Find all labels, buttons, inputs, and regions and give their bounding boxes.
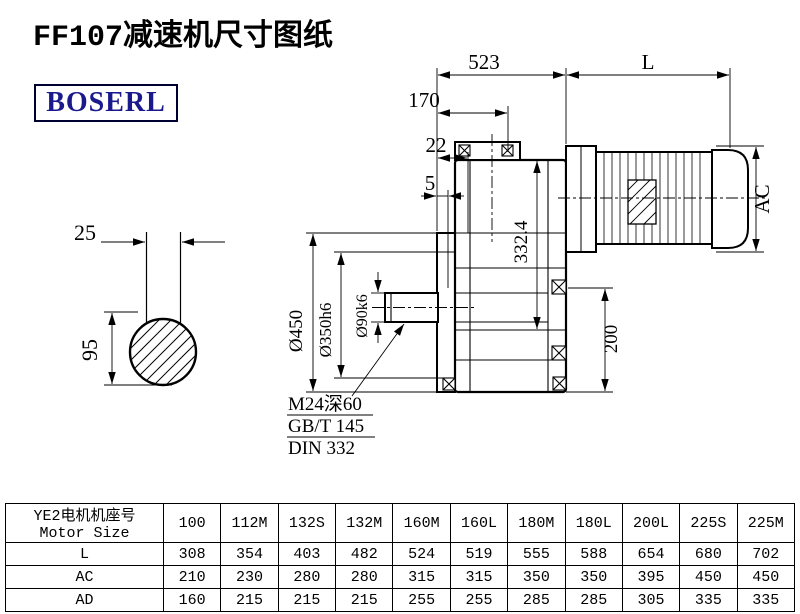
table-cell: 255 (449, 588, 509, 612)
extension-lines (104, 68, 764, 393)
thread-note-line1: M24深60 (288, 393, 362, 415)
col-header: 225M (736, 503, 796, 543)
dim-label-523: 523 (468, 50, 500, 74)
table-cell: 555 (507, 542, 566, 566)
table-cell: 230 (220, 565, 279, 589)
table-cell: 280 (335, 565, 394, 589)
centerlines (372, 134, 768, 308)
col-header: 160M (392, 503, 451, 543)
table-cell: 160 (162, 588, 222, 612)
table-cell: 335 (679, 588, 738, 612)
dim-label-dia450: Ø450 (286, 310, 307, 352)
table-cell: 308 (162, 542, 222, 566)
dim-label-22: 22 (426, 133, 447, 157)
table-cell: 519 (449, 542, 509, 566)
dim-label-AC: AC (750, 184, 774, 213)
row-label: L (5, 542, 164, 566)
thread-note-line2: GB/T 145 (288, 416, 364, 437)
table-cell: 315 (449, 565, 509, 589)
row-label: AC (5, 565, 164, 589)
table-row-AC: AC 210 230 280 280 315 315 350 350 395 4… (5, 565, 796, 589)
table-cell: 215 (335, 588, 394, 612)
table-cell: 350 (507, 565, 566, 589)
row-label: AD (5, 588, 164, 612)
table-cell: 450 (679, 565, 738, 589)
table-cell: 285 (507, 588, 566, 612)
table-cell: 395 (621, 565, 681, 589)
col-header: 100 (162, 503, 222, 543)
boserl-logo: BOSERL (34, 84, 178, 122)
table-cell: 215 (220, 588, 279, 612)
motor-size-table: YE2电机机座号 Motor Size 100 112M 132S 132M 1… (5, 503, 796, 612)
table-cell: 280 (277, 565, 337, 589)
table-cell: 588 (564, 542, 623, 566)
col-header: 180M (507, 503, 566, 543)
table-cell: 285 (564, 588, 623, 612)
table-cell: 482 (335, 542, 394, 566)
col-header: 160L (449, 503, 509, 543)
table-cell: 524 (392, 542, 451, 566)
dim-label-25: 25 (74, 220, 96, 245)
table-cell: 654 (621, 542, 681, 566)
col-header: 132S (277, 503, 337, 543)
page-title: FF107减速机尺寸图纸 (33, 21, 334, 55)
table-row-AD: AD 160 215 215 215 255 255 285 285 305 3… (5, 588, 796, 612)
col-header: 200L (621, 503, 681, 543)
table-cell: 210 (162, 565, 222, 589)
header-label-cn: YE2电机机座号 (33, 508, 136, 525)
dim-label-332-4: 332.4 (511, 220, 532, 263)
dim-label-95: 95 (77, 339, 102, 361)
thread-note-line3: DIN 332 (288, 438, 355, 459)
table-cell: 335 (736, 588, 796, 612)
table-cell: 350 (564, 565, 623, 589)
dimension-labels: 523 L 170 22 5 AC 332.4 Ø450 Ø350h6 Ø90k… (74, 50, 774, 459)
gearbox-details (390, 160, 566, 392)
table-cell: 305 (621, 588, 681, 612)
table-cell: 354 (220, 542, 279, 566)
table-cell: 680 (679, 542, 738, 566)
motor-terminal-box (627, 179, 657, 225)
fan-cover (711, 149, 749, 249)
col-header: 112M (220, 503, 279, 543)
dim-label-dia90: Ø90k6 (354, 294, 371, 338)
gearbox-outline (384, 141, 568, 394)
table-cell: 315 (392, 565, 451, 589)
table-cell: 255 (392, 588, 451, 612)
table-cell: 403 (277, 542, 337, 566)
dim-label-200: 200 (601, 325, 622, 354)
shaft-section-view (128, 232, 198, 387)
dimension-lines (101, 71, 760, 438)
table-row-L: L 308 354 403 482 524 519 555 588 654 68… (5, 542, 796, 566)
bolt-symbols (442, 144, 567, 391)
table-cell: 450 (736, 565, 796, 589)
logo-text: BOSERL (46, 87, 166, 118)
dim-label-dia350: Ø350h6 (316, 303, 335, 358)
shaft-hatching (131, 320, 195, 384)
dim-label-170: 170 (408, 88, 440, 112)
col-header: 225S (679, 503, 738, 543)
table-header-row: YE2电机机座号 Motor Size 100 112M 132S 132M 1… (5, 503, 796, 543)
col-header: 180L (564, 503, 623, 543)
dim-label-5: 5 (425, 171, 436, 195)
table-cell: 702 (736, 542, 796, 566)
table-cell: 215 (277, 588, 337, 612)
col-header: 132M (335, 503, 394, 543)
dim-label-L: L (642, 50, 655, 74)
header-label-en: Motor Size (39, 525, 130, 542)
table-header-label: YE2电机机座号 Motor Size (5, 503, 164, 543)
